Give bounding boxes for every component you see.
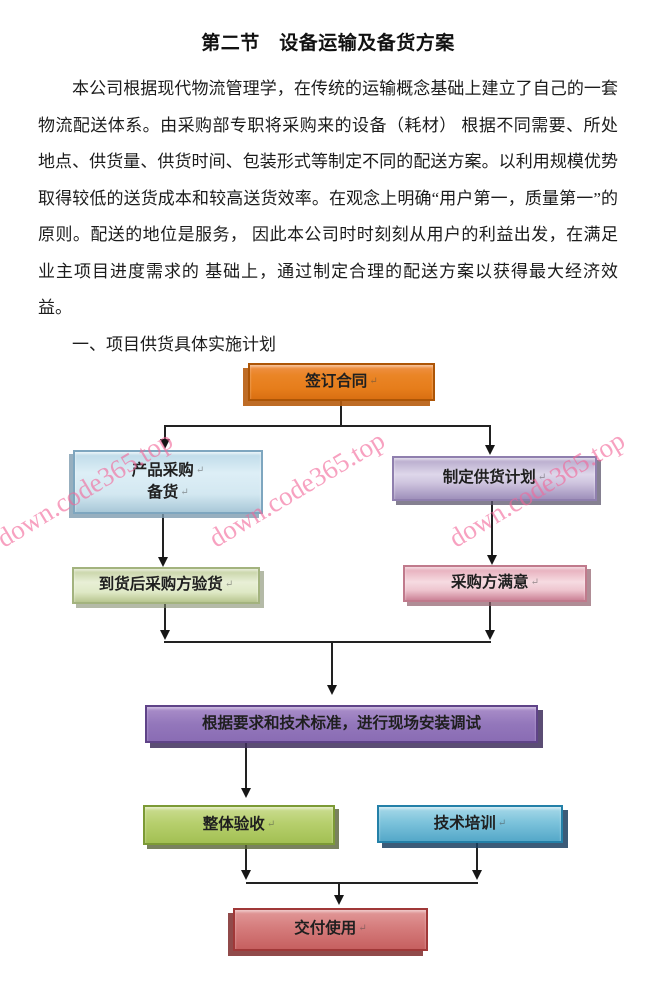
connector-line [164,641,491,643]
arrowhead-down-icon [485,445,495,455]
arrowhead-down-icon [241,870,251,880]
section-subheading: 一、项目供货具体实施计划 [72,334,276,354]
flow-box-label: 根据要求和技术标准，进行现场安装调试 [201,714,481,732]
flow-box-supply-plan: 制定供货计划↵ [392,456,597,501]
flow-box-label: 到货后采购方验货 [98,576,223,594]
connector-line [476,843,478,872]
line-break-mark: ↵ [537,472,547,484]
connector-line [340,400,342,426]
arrowhead-down-icon [160,630,170,640]
text-section: 第二节 设备运输及备货方案 本公司根据现代物流管理学，在传统的运输概念基础上建立… [0,0,656,363]
line-break-mark: ↵ [224,579,234,591]
line-break-mark: ↵ [369,375,378,387]
line-break-mark: ↵ [195,464,205,476]
flow-box-label: 整体验收 [202,815,265,833]
connector-line [491,501,493,558]
flow-box-buyer-satisfied: 采购方满意↵ [403,565,587,602]
flow-box-label: 技术培训 [433,814,496,832]
connector-line [164,425,166,441]
line-break-mark: ↵ [180,486,189,498]
connector-line [245,845,247,872]
flow-box-label: 制定供货计划 [442,469,536,487]
connector-line [164,425,491,427]
arrowhead-down-icon [334,895,344,905]
connector-line [245,743,247,790]
flow-box-install-debug: 根据要求和技术标准，进行现场安装调试 [145,705,538,743]
flow-box-arrival-inspection: 到货后采购方验货↵ [72,567,260,604]
connector-line [338,882,340,897]
body-paragraph: 本公司根据现代物流管理学，在传统的运输概念基础上建立了自己的一套物流配送体系。由… [38,79,618,317]
arrowhead-down-icon [158,557,168,567]
connector-line [246,882,478,884]
arrowhead-down-icon [487,555,497,565]
flow-box-product-procurement: 产品采购↵ 备货↵ [73,450,263,514]
flow-box-sign-contract: 签订合同↵ [248,363,435,401]
flow-box-tech-training: 技术培训↵ [377,805,563,843]
arrowhead-down-icon [485,630,495,640]
flow-box-label: 产品采购 [131,461,194,479]
flow-box-label: 采购方满意 [451,574,529,592]
connector-line [164,604,166,632]
flow-box-overall-acceptance: 整体验收↵ [143,805,335,845]
page-title: 第二节 设备运输及备货方案 [201,33,455,54]
flow-box-label: 交付使用 [294,920,357,938]
line-break-mark: ↵ [530,577,539,589]
flow-box-label: 备货 [147,484,179,501]
connector-line [162,514,164,560]
flow-box-delivery-use: 交付使用↵ [233,908,428,951]
connector-line [489,602,491,632]
connector-line [489,425,491,447]
line-break-mark: ↵ [497,817,507,829]
arrowhead-down-icon [160,439,170,449]
line-break-mark: ↵ [266,818,276,830]
connector-line [331,641,333,687]
arrowhead-down-icon [472,870,482,880]
arrowhead-down-icon [241,788,251,798]
line-break-mark: ↵ [358,923,367,935]
arrowhead-down-icon [327,685,337,695]
flow-box-label: 签订合同 [305,372,368,390]
